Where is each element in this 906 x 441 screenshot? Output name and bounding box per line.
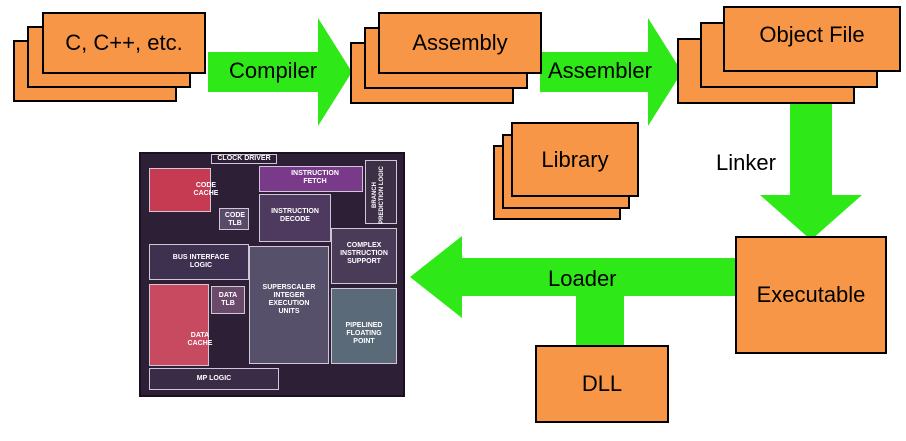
chip-label-instruction-decode: INSTRUCTION DECODE <box>271 208 319 223</box>
mp-logic-region <box>149 368 279 390</box>
loader-label: Loader <box>548 266 617 291</box>
chip-label-data-tlb: DATA TLB <box>218 292 238 307</box>
instruction-decode-region <box>259 194 331 242</box>
source-card-front <box>42 12 206 74</box>
assembler-label: Assembler <box>548 58 652 83</box>
chip-label-complex-instruction: COMPLEX INSTRUCTION SUPPORT <box>340 242 388 265</box>
superscaler-region <box>249 246 329 364</box>
cpu-die-image: CLOCK DRIVER CODE CACHE CODE TLB INSTRUC… <box>139 152 405 397</box>
assembly-label: Assembly <box>412 30 508 55</box>
dll-label: DLL <box>581 371 623 396</box>
data-cache-region <box>149 284 209 366</box>
bus-interface-region <box>149 244 249 280</box>
object-card-front <box>723 6 901 72</box>
chip-label-pipelined-fp: PIPELINED FLOATING POINT <box>345 322 383 345</box>
executable-box <box>735 236 887 354</box>
code-tlb-region <box>219 208 249 230</box>
chip-label-mp-logic: MP LOGIC <box>196 375 232 382</box>
chip-label-branch-prediction: BRANCH PREDICTION LOGIC <box>372 166 385 224</box>
instruction-fetch-region <box>259 166 363 192</box>
chip-label-clock-driver: CLOCK DRIVER <box>217 155 271 162</box>
library-label: Library <box>541 146 609 172</box>
compiler-label: Compiler <box>229 58 318 83</box>
object-file-label: Object File <box>759 22 865 47</box>
pipelined-fp-region <box>331 288 397 364</box>
chip-label-instruction-fetch: INSTRUCTION FETCH <box>291 170 339 185</box>
complex-instruction-region <box>331 228 397 284</box>
chip-label-code-tlb: CODE TLB <box>224 212 246 227</box>
chip-label-superscaler: SUPERSCALER INTEGER EXECUTION UNITS <box>262 284 316 315</box>
assembly-card-front <box>378 12 542 74</box>
executable-label: Executable <box>756 282 866 307</box>
code-cache-region <box>149 168 211 212</box>
source-label: C, C++, etc. <box>65 30 183 55</box>
chip-label-bus-interface: BUS INTERFACE LOGIC <box>172 254 230 269</box>
clock-driver-region <box>211 154 277 164</box>
chip-label-code-cache: CODE CACHE <box>193 182 219 197</box>
branch-region <box>365 160 397 224</box>
library-card-front <box>511 122 639 197</box>
dll-box <box>535 345 669 423</box>
data-tlb-region <box>211 286 245 314</box>
linker-label: Linker <box>716 150 776 175</box>
chip-label-data-cache: DATA CACHE <box>187 332 213 347</box>
